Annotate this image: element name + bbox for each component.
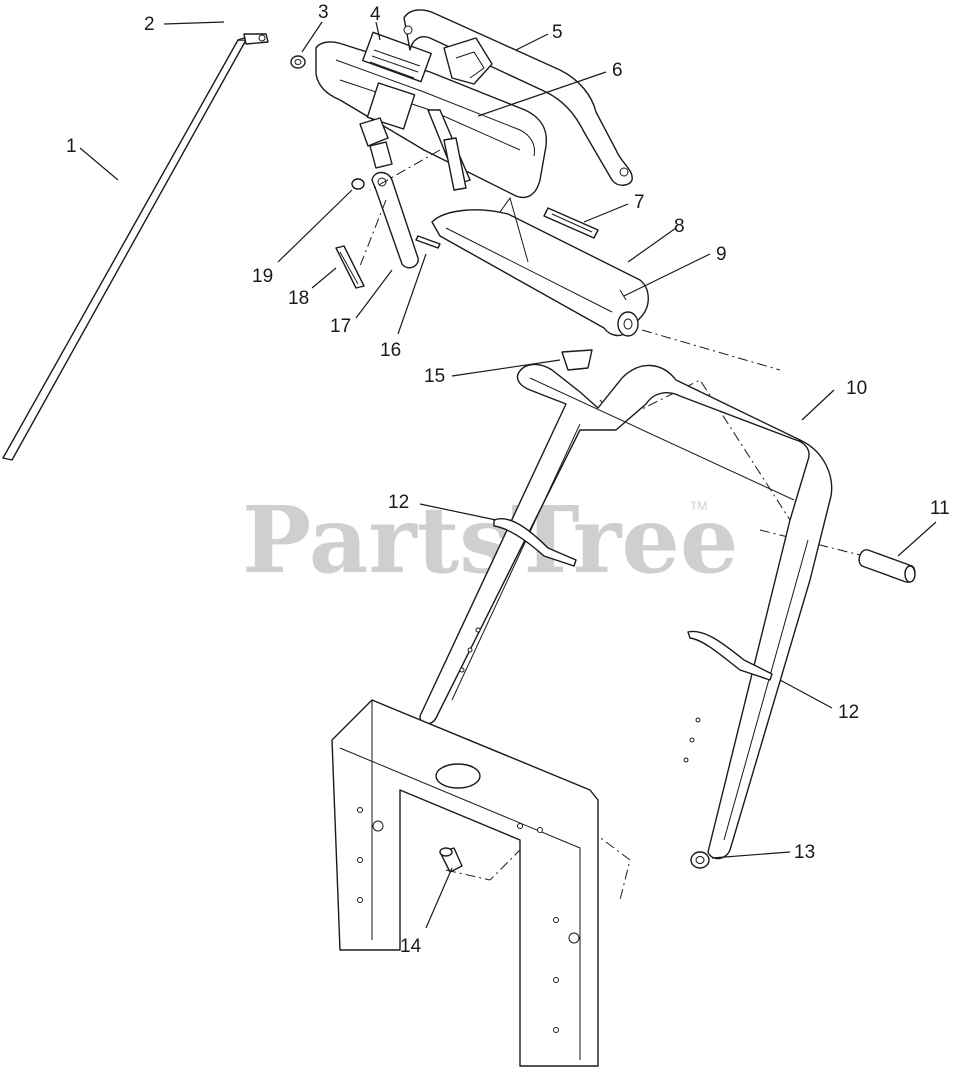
part-2-rod-clip[interactable] xyxy=(243,33,269,45)
callout-18: 18 xyxy=(288,288,309,309)
callout-5: 5 xyxy=(552,22,563,43)
callout-16: 16 xyxy=(380,340,401,361)
callout-10: 10 xyxy=(846,378,867,399)
callout-17: 17 xyxy=(330,316,351,337)
part-3-nut[interactable] xyxy=(290,55,306,69)
callout-12-lower: 12 xyxy=(838,702,859,723)
callout-13: 13 xyxy=(794,842,815,863)
part-1-control-rod[interactable] xyxy=(2,35,263,461)
part-15-tab[interactable] xyxy=(561,349,593,371)
part-10-main-handle[interactable] xyxy=(419,363,833,860)
watermark-trademark: TM xyxy=(690,499,707,513)
callout-8: 8 xyxy=(674,216,685,237)
callout-15: 15 xyxy=(424,366,445,387)
part-14-bolt[interactable] xyxy=(439,847,463,873)
callout-12-upper: 12 xyxy=(388,492,409,513)
callout-labels: 1 2 3 4 5 6 7 8 9 10 11 12 12 13 14 15 1… xyxy=(66,2,950,957)
callout-7: 7 xyxy=(634,192,645,213)
part-9-bolt[interactable] xyxy=(619,289,627,301)
part-11-pin[interactable] xyxy=(858,549,916,583)
callout-1: 1 xyxy=(66,136,77,157)
part-8-crossbar[interactable] xyxy=(431,196,649,337)
part-6-upper-handle-bracket[interactable] xyxy=(315,41,548,199)
part-19-nut[interactable] xyxy=(351,178,365,190)
callout-9: 9 xyxy=(716,244,727,265)
part-4-decal[interactable] xyxy=(362,31,432,83)
part-7-decal[interactable] xyxy=(543,207,599,239)
part-18-decal-strip[interactable] xyxy=(335,245,365,289)
leader-lines xyxy=(79,21,937,929)
part-13-flange-nut[interactable] xyxy=(690,851,710,869)
callout-6: 6 xyxy=(612,60,623,81)
callout-19: 19 xyxy=(252,266,273,287)
callout-4: 4 xyxy=(370,4,381,25)
callout-3: 3 xyxy=(318,2,329,23)
callout-11: 11 xyxy=(930,498,950,519)
part-16-pin[interactable] xyxy=(415,235,441,249)
frame-bracket xyxy=(331,699,599,1067)
part-17-pivot-link[interactable] xyxy=(371,171,419,269)
part-12-cable-tie-upper[interactable] xyxy=(493,518,577,567)
part-5-bail-lever[interactable] xyxy=(403,9,633,186)
part-12-cable-tie-lower[interactable] xyxy=(687,630,773,681)
callout-14: 14 xyxy=(400,936,422,957)
callout-2: 2 xyxy=(144,14,155,35)
